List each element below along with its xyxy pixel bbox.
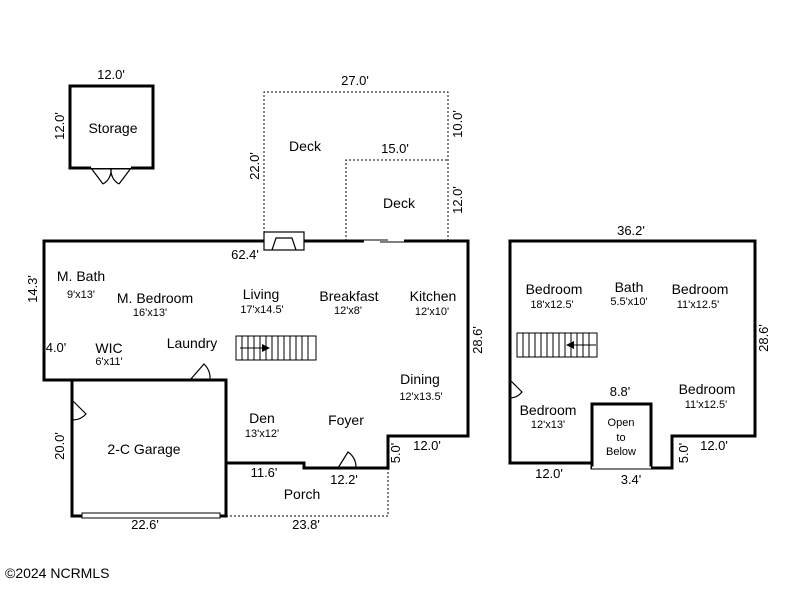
main-jog-h-dim: 12.0' bbox=[413, 438, 441, 453]
room-kitchen-label: Kitchen bbox=[410, 288, 457, 304]
room-den-label: Den bbox=[249, 410, 275, 426]
garage-side-door-icon bbox=[71, 399, 87, 421]
deck-large-depth-dim: 22.0' bbox=[247, 152, 262, 180]
upper-bedroom-4-size: 12'x13' bbox=[531, 419, 565, 431]
main-den-dim: 11.6' bbox=[251, 465, 278, 480]
open-to-below-line-1: Open bbox=[608, 417, 635, 429]
room-master-bedroom-size: 16'x13' bbox=[133, 307, 167, 319]
room-garage-label: 2-C Garage bbox=[107, 441, 180, 457]
main-left-dim: 14.3' bbox=[25, 275, 40, 303]
room-living-size: 17'x14.5' bbox=[240, 304, 283, 316]
room-dining-label: Dining bbox=[400, 371, 440, 387]
main-garage-bottom-dim: 22.6' bbox=[131, 517, 159, 532]
storage-double-door-icon bbox=[90, 167, 132, 185]
deck-small: Deck 15.0' 12.0' bbox=[345, 141, 465, 241]
open-to-below-line-3: Below bbox=[606, 446, 636, 458]
room-wic-size: 6'x11' bbox=[95, 356, 122, 368]
deck-small-label: Deck bbox=[383, 195, 416, 211]
room-breakfast-size: 12'x8' bbox=[334, 305, 362, 317]
main-porch-dim: 23.8' bbox=[292, 517, 320, 532]
room-foyer-label: Foyer bbox=[328, 412, 364, 428]
open-to-below-line-2: to bbox=[616, 432, 625, 444]
upper-bedroom-1-size: 18'x12.5' bbox=[530, 299, 573, 311]
main-foyer-dim: 12.2' bbox=[330, 472, 358, 487]
upper-bath-size: 5.5'x10' bbox=[610, 296, 647, 308]
main-floor: M. Bath 9'x13' M. Bedroom 16'x13' Living… bbox=[25, 231, 485, 532]
upper-right-dim: 28.6' bbox=[756, 324, 771, 352]
garage-door-icon bbox=[81, 512, 221, 519]
room-master-bath-label: M. Bath bbox=[57, 268, 105, 284]
upper-top-dim: 36.2' bbox=[617, 223, 645, 238]
upper-bedroom-2-label: Bedroom bbox=[672, 281, 729, 297]
room-den-size: 13'x12' bbox=[245, 428, 279, 440]
laundry-door-icon bbox=[189, 363, 211, 381]
room-dining-size: 12'x13.5' bbox=[399, 391, 442, 403]
deck-large-label: Deck bbox=[289, 138, 322, 154]
deck-large: Deck 27.0' 22.0' 10.0' bbox=[247, 73, 465, 241]
main-jog-v-dim: 5.0' bbox=[388, 443, 403, 464]
upper-open-bottom-dim: 3.4' bbox=[621, 472, 642, 487]
stairs-main-icon bbox=[235, 335, 317, 361]
room-living-label: Living bbox=[243, 286, 280, 302]
porch-outline bbox=[226, 468, 389, 517]
room-kitchen-size: 12'x10' bbox=[415, 306, 449, 318]
upper-jog-v-dim: 5.0' bbox=[676, 443, 691, 464]
deck-large-right-dim: 10.0' bbox=[450, 110, 465, 138]
room-master-bedroom-label: M. Bedroom bbox=[117, 290, 193, 306]
deck-large-outline bbox=[263, 91, 449, 241]
deck-small-depth-dim: 12.0' bbox=[450, 186, 465, 214]
main-wic-step-dim: 4.0' bbox=[46, 340, 67, 355]
room-breakfast-label: Breakfast bbox=[319, 288, 378, 304]
storage-width-dim: 12.0' bbox=[97, 67, 125, 82]
front-door-icon bbox=[337, 451, 357, 469]
room-porch-label: Porch bbox=[284, 486, 321, 502]
storage-depth-dim: 12.0' bbox=[52, 112, 67, 140]
sliding-door-icon bbox=[364, 239, 404, 243]
upper-jog-h-dim: 12.0' bbox=[700, 438, 728, 453]
deck-small-width-dim: 15.0' bbox=[381, 141, 409, 156]
copyright-watermark: ©2024 NCRMLS bbox=[5, 565, 109, 581]
upper-bath-label: Bath bbox=[615, 279, 644, 295]
deck-large-width-dim: 27.0' bbox=[341, 73, 369, 88]
room-laundry-label: Laundry bbox=[167, 335, 218, 351]
upper-bedroom-3-label: Bedroom bbox=[679, 381, 736, 397]
main-garage-side-dim: 20.0' bbox=[52, 432, 67, 460]
upper-open-top-dim: 8.8' bbox=[610, 384, 631, 399]
upper-floor: Bedroom 18'x12.5' Bath 5.5'x10' Bedroom … bbox=[508, 223, 771, 487]
garage-wall bbox=[72, 378, 228, 463]
storage-building: Storage 12.0' 12.0' bbox=[52, 67, 155, 185]
upper-bedroom-2-size: 11'x12.5' bbox=[677, 299, 720, 311]
room-master-bath-size: 9'x13' bbox=[67, 289, 95, 301]
upper-door-icon bbox=[509, 379, 523, 399]
storage-label: Storage bbox=[88, 120, 137, 136]
upper-bedroom-1-label: Bedroom bbox=[526, 281, 583, 297]
deck-small-outline bbox=[345, 159, 448, 241]
upper-bottom-left-dim: 12.0' bbox=[535, 466, 563, 481]
upper-bedroom-4-label: Bedroom bbox=[520, 402, 577, 418]
room-wic-label: WIC bbox=[95, 340, 122, 356]
stairs-upper-icon bbox=[516, 332, 598, 358]
fireplace-icon bbox=[263, 231, 305, 251]
main-right-dim: 28.6' bbox=[470, 326, 485, 354]
main-top-dim: 62.4' bbox=[231, 247, 259, 262]
upper-bedroom-3-size: 11'x12.5' bbox=[685, 399, 728, 411]
